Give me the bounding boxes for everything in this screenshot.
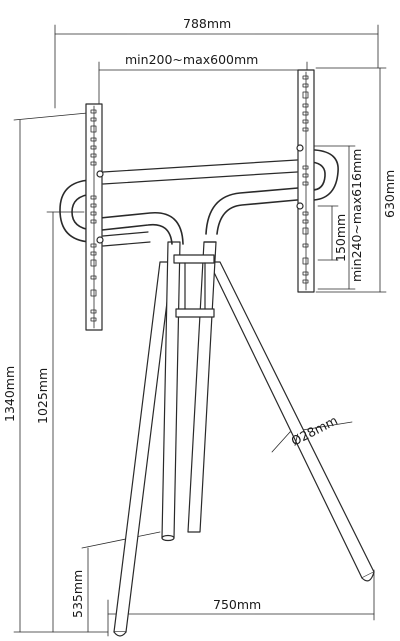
stand-structure — [59, 69, 375, 637]
right-handle — [311, 149, 339, 201]
curved-tube-right — [205, 187, 299, 235]
front-leg-right — [187, 241, 217, 533]
rear-leg-right — [208, 261, 375, 582]
dim-base-width: 750mm — [213, 597, 261, 612]
central-clamp — [173, 254, 215, 318]
cross-bars — [102, 159, 298, 247]
dim-bracket-height: 630mm — [382, 170, 397, 218]
dim-vesa-vertical: min240~max616mm — [349, 149, 364, 282]
curved-tube-left — [99, 212, 184, 245]
dim-mount-height: 1025mm — [35, 368, 50, 424]
dim-hole-spacing: 150mm — [333, 214, 348, 262]
right-vesa-bracket — [296, 69, 315, 293]
left-vesa-bracket — [85, 103, 104, 331]
dim-base-height: 535mm — [70, 570, 85, 618]
dim-mount-width: 788mm — [183, 16, 231, 31]
dimension-labels: 788mm min200~max600mm 630mm min240~max61… — [2, 16, 397, 618]
dim-total-height: 1340mm — [2, 366, 17, 422]
dim-vesa-horizontal: min200~max600mm — [125, 52, 258, 67]
